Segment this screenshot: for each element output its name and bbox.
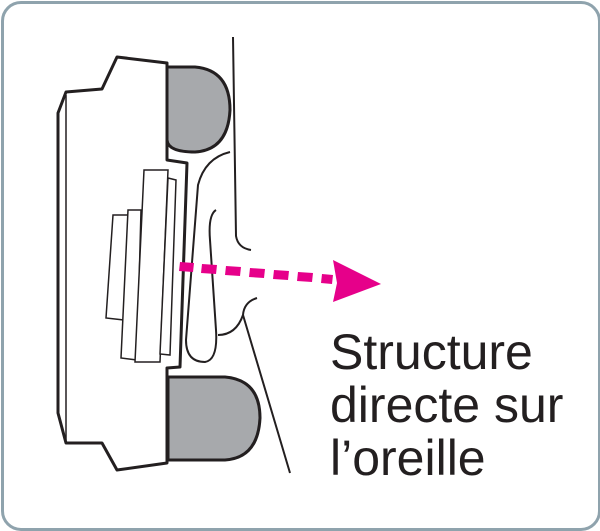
caption: Structure directe sur l’oreille bbox=[330, 326, 563, 485]
ear-canal-outline bbox=[185, 151, 231, 363]
upper-ear-pad bbox=[165, 65, 232, 154]
caption-line-1: Structure bbox=[330, 324, 533, 380]
lower-ear-pad bbox=[166, 375, 262, 462]
caption-line-2: directe sur bbox=[330, 377, 564, 433]
earphone-driver-stack bbox=[105, 169, 177, 363]
ear-face-upper-line bbox=[232, 36, 252, 251]
arrow-head bbox=[333, 260, 381, 302]
caption-line-3: l’oreille bbox=[330, 430, 486, 486]
arrow-dashes bbox=[179, 262, 333, 284]
ear-face-lower-line bbox=[242, 297, 291, 474]
ear-canal-inner bbox=[217, 314, 244, 336]
direction-arrow bbox=[179, 260, 381, 302]
